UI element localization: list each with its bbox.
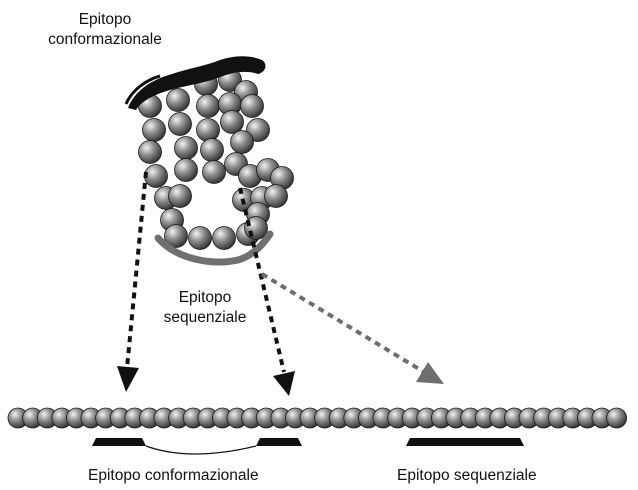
sequential-bar xyxy=(406,438,524,446)
protein-bead xyxy=(169,113,192,136)
protein-bead xyxy=(175,159,198,182)
arrow-left-shaft xyxy=(127,172,146,368)
protein-bead xyxy=(221,111,244,134)
protein-bead xyxy=(143,119,166,142)
arrow-grey-shaft xyxy=(262,274,424,372)
label-middle-sequential-line1: Epitopo xyxy=(150,288,260,308)
folded-protein xyxy=(139,69,294,250)
chain-bead xyxy=(607,408,627,428)
protein-bead xyxy=(139,141,162,164)
label-top-conformational-line1: Epitopo xyxy=(30,10,180,30)
protein-bead xyxy=(169,185,192,208)
label-middle-sequential: Epitopo sequenziale xyxy=(150,288,260,328)
protein-bead xyxy=(189,227,212,250)
protein-bead xyxy=(245,217,268,240)
protein-bead xyxy=(145,165,168,188)
protein-bead xyxy=(201,139,224,162)
bottom-epitope-bars xyxy=(92,438,524,454)
protein-bead xyxy=(197,119,220,142)
protein-bead xyxy=(231,131,254,154)
protein-bead xyxy=(167,89,190,112)
arrow-middle-head xyxy=(273,371,295,396)
label-top-conformational-line2: conformazionale xyxy=(30,30,180,50)
label-top-conformational: Epitopo conformazionale xyxy=(30,10,180,50)
protein-bead xyxy=(175,137,198,160)
conformational-bar-left xyxy=(92,438,146,446)
conformational-bar-right xyxy=(256,438,302,446)
protein-bead xyxy=(203,161,226,184)
label-bottom-sequential: Epitopo sequenziale xyxy=(397,466,537,486)
protein-bead xyxy=(197,95,220,118)
label-bottom-conformational: Epitopo conformazionale xyxy=(88,466,259,486)
protein-bead xyxy=(241,95,264,118)
conformational-bracket xyxy=(146,446,256,454)
protein-bead xyxy=(265,185,288,208)
linear-chain xyxy=(8,408,627,428)
arrow-grey-head xyxy=(416,362,444,384)
arrow-left-head xyxy=(117,366,139,392)
label-middle-sequential-line2: sequenziale xyxy=(150,308,260,328)
protein-bead xyxy=(213,227,236,250)
